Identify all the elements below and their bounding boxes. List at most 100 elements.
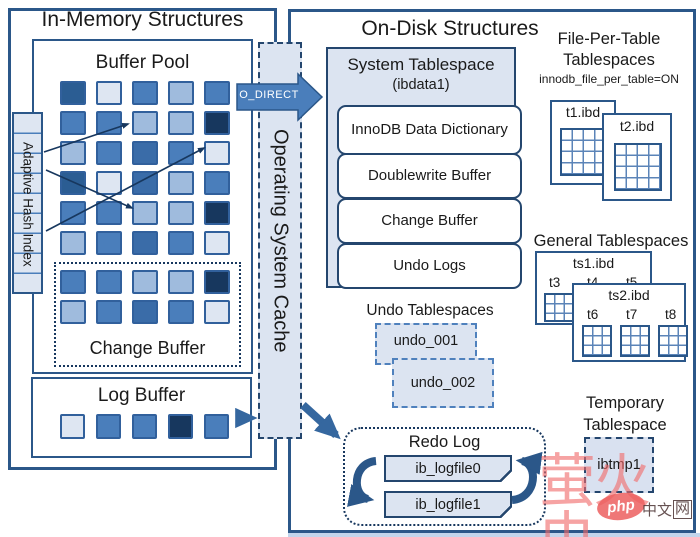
in-memory-title: In-Memory Structures <box>41 8 244 31</box>
page-cell <box>204 270 230 294</box>
system-tablespace-item: Undo Logs <box>337 243 522 289</box>
page-cell <box>168 300 194 324</box>
on-disk-title: On-Disk Structures <box>361 17 539 40</box>
page-cell <box>132 414 157 439</box>
t2-ibd-file-card: t2.ibd <box>602 113 672 201</box>
folded-corner-icon <box>500 470 512 482</box>
page-cell <box>60 231 86 255</box>
table-grid-icon <box>620 325 650 357</box>
os-cache-label: Operating System Cache <box>269 128 292 353</box>
change-buffer-box: Change Buffer <box>54 262 241 367</box>
ts2-ibd-label: ts2.ibd <box>608 287 650 303</box>
os-cache-bar: Operating System Cache <box>258 42 302 439</box>
log-buffer-cells <box>60 414 229 439</box>
table-grid-icon <box>560 128 608 176</box>
ts2-table-label-t7: t7 <box>626 307 638 322</box>
ts1-ibd-label: ts1.ibd <box>572 255 615 271</box>
buffer-pool-title: Buffer Pool <box>95 52 190 73</box>
folded-corner-icon <box>500 506 512 518</box>
file-per-table-title-line1: File-Per-Table <box>557 30 661 48</box>
on-disk-bottom-strip <box>288 533 700 537</box>
ib-logfile1-card: ib_logfile1 <box>384 491 512 518</box>
ib-logfile0-label: ib_logfile0 <box>415 460 481 477</box>
page-cell <box>168 141 194 165</box>
adaptive-hash-index-label: Adaptive Hash Index <box>20 141 36 267</box>
page-cell <box>204 111 230 135</box>
page-cell <box>60 201 86 225</box>
page-cell <box>60 141 86 165</box>
undo-002-card: undo_002 <box>392 358 494 408</box>
page-cell <box>168 414 193 439</box>
redo-log-box: Redo Log ib_logfile0 ib_logfile1 <box>343 427 546 526</box>
page-cell <box>96 81 122 105</box>
file-per-table-title-line2: Tablespaces <box>563 51 655 69</box>
t1-ibd-label: t1.ibd <box>565 104 601 120</box>
page-cell <box>96 414 121 439</box>
page-cell <box>132 111 158 135</box>
adaptive-hash-index-bar <box>12 112 43 294</box>
page-cell <box>204 141 230 165</box>
ts1-table-label-t3: t3 <box>549 275 561 290</box>
table-grid-icon <box>658 325 688 357</box>
page-cell <box>96 111 122 135</box>
page-cell <box>168 81 194 105</box>
system-tablespace-box: System Tablespace (ibdata1) InnoDB Data … <box>326 47 522 289</box>
ts2-table-label-t6: t6 <box>587 307 599 322</box>
page-cell <box>132 81 158 105</box>
table-grid-icon <box>614 143 662 191</box>
page-cell <box>60 81 86 105</box>
temporary-tablespace-title-line1: Temporary <box>586 394 664 412</box>
page-cell <box>204 81 230 105</box>
page-cell <box>204 414 229 439</box>
redo-log-title: Redo Log <box>408 433 481 451</box>
buffer-pool-grid <box>60 81 230 255</box>
page-cell <box>168 231 194 255</box>
ib-logfile0-card: ib_logfile0 <box>384 455 512 482</box>
table-grid-icon <box>582 325 612 357</box>
page-cell <box>60 171 86 195</box>
page-cell <box>204 171 230 195</box>
ts2-ibd-card: ts2.ibd t6 t7 t8 <box>572 283 688 362</box>
ibtmp1-card: ibtmp1 <box>584 437 654 493</box>
page-cell <box>168 111 194 135</box>
page-cell <box>96 141 122 165</box>
table-grid-icon <box>544 293 576 322</box>
ibtmp1-label: ibtmp1 <box>597 457 641 473</box>
page-cell <box>168 270 194 294</box>
page-cell <box>204 201 230 225</box>
page-cell <box>132 141 158 165</box>
ts1-table-label-t5: t5 <box>626 275 637 290</box>
log-buffer-title: Log Buffer <box>97 385 186 406</box>
system-tablespace-item: Doublewrite Buffer <box>337 153 522 199</box>
page-cell <box>60 414 85 439</box>
ts2-table-label-t8: t8 <box>665 307 677 322</box>
page-cell <box>96 171 122 195</box>
system-tablespace-item: InnoDB Data Dictionary <box>337 105 522 155</box>
page-cell <box>96 201 122 225</box>
file-per-table-note: innodb_file_per_table=ON <box>539 72 679 86</box>
ts1-table-label-t4: t4 <box>587 275 598 290</box>
general-tablespaces-title: General Tablespaces <box>533 232 689 250</box>
page-cell <box>132 300 158 324</box>
log-buffer-box: Log Buffer <box>31 377 252 458</box>
system-tablespace-subtitle: (ibdata1) <box>392 77 450 93</box>
system-tablespace-title: System Tablespace <box>347 55 495 74</box>
page-cell <box>96 270 122 294</box>
page-cell <box>132 201 158 225</box>
t2-ibd-label: t2.ibd <box>619 118 655 134</box>
page-cell <box>168 171 194 195</box>
o-direct-label: O_DIRECT <box>239 89 299 101</box>
page-cell <box>204 300 230 324</box>
page-cell <box>60 111 86 135</box>
page-cell <box>60 300 86 324</box>
ib-logfile1-label: ib_logfile1 <box>415 496 481 513</box>
change-buffer-label: Change Buffer <box>89 338 206 358</box>
change-buffer-grid <box>60 270 230 324</box>
temporary-tablespace-title-line2: Tablespace <box>583 416 667 434</box>
page-cell <box>204 231 230 255</box>
page-cell <box>132 171 158 195</box>
page-cell <box>132 270 158 294</box>
undo-tablespaces-title: Undo Tablespaces <box>366 302 494 319</box>
page-cell <box>60 270 86 294</box>
